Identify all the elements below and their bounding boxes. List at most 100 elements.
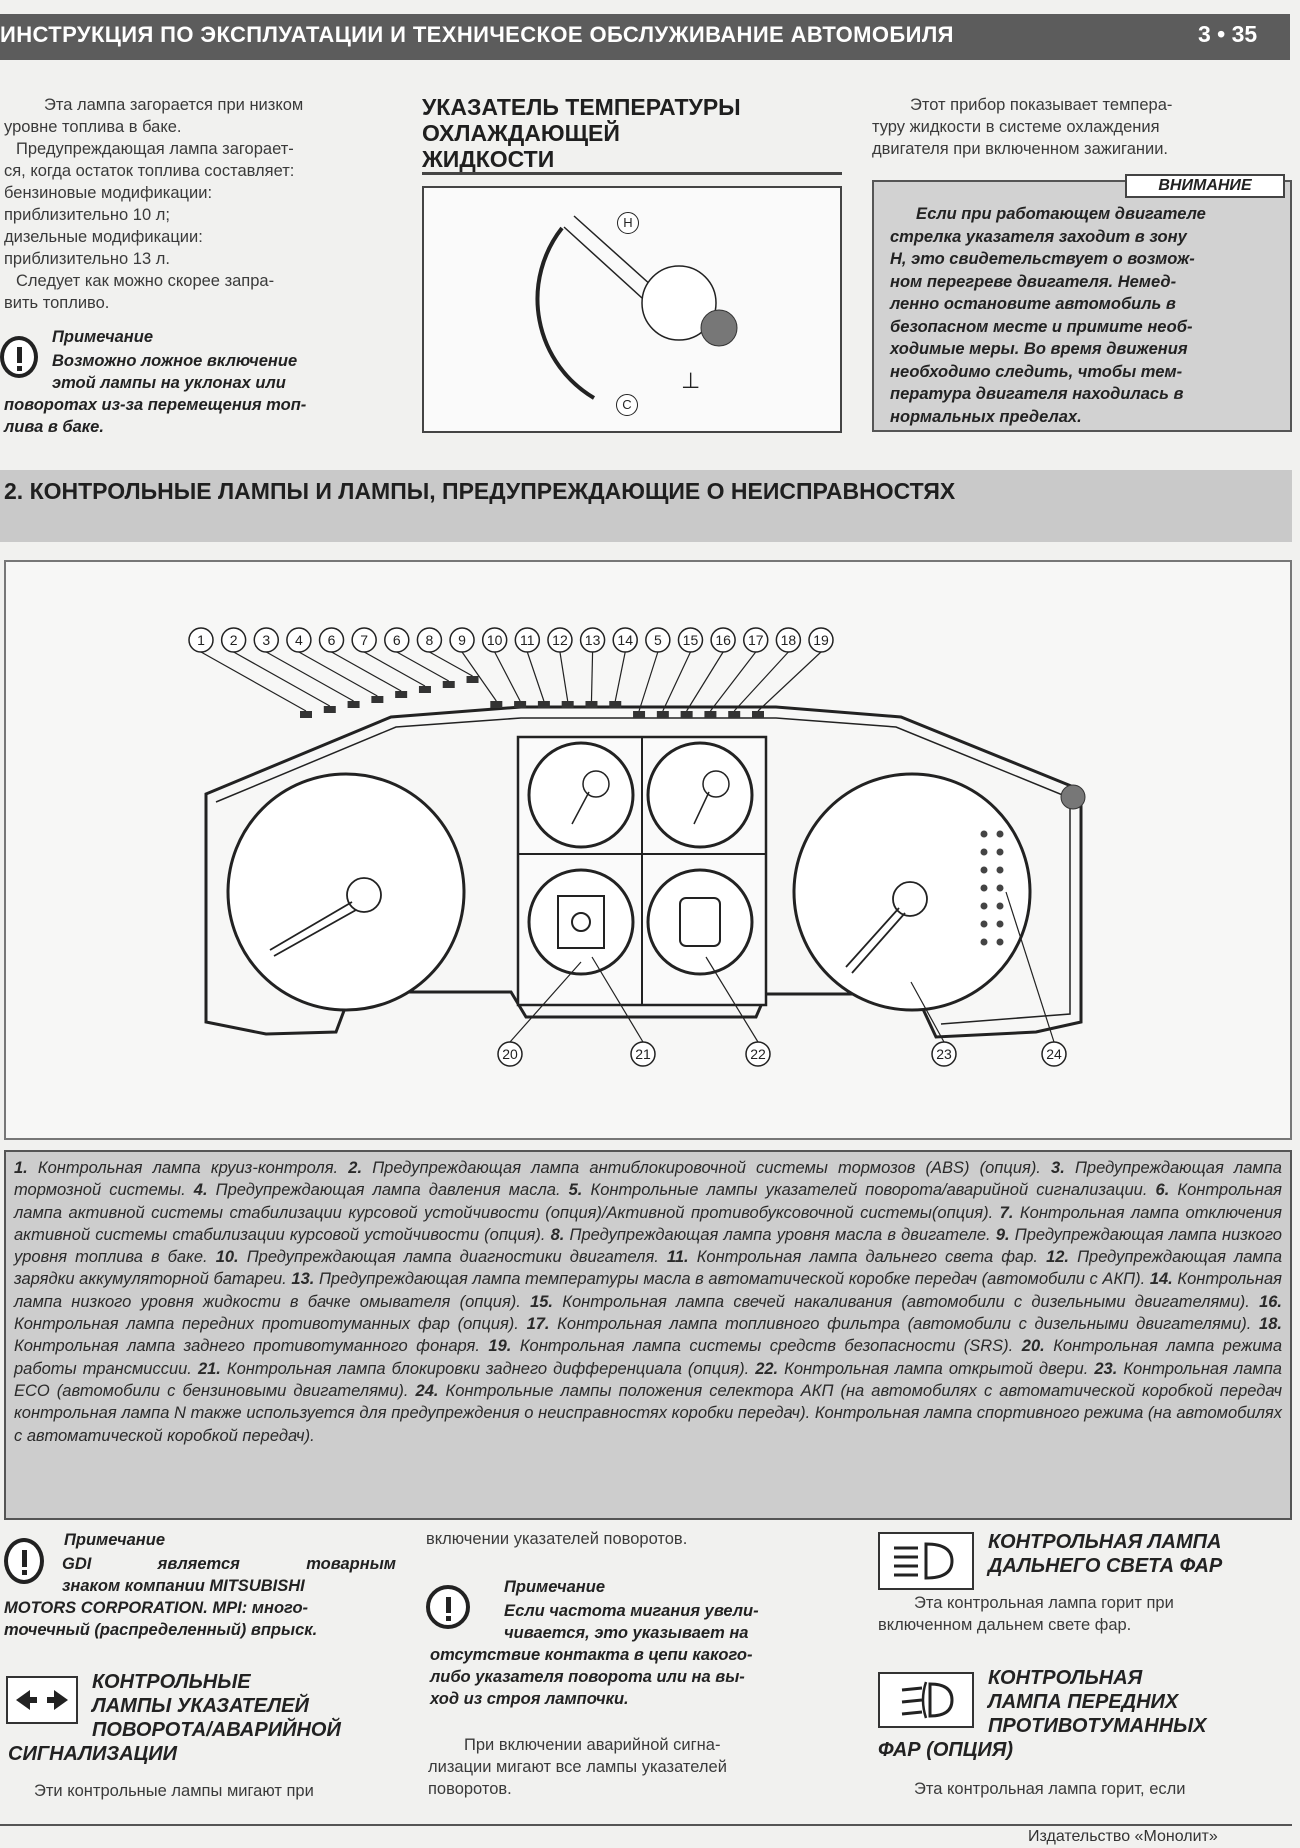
- legend-item: 22. Контрольная лампа открытой двери.: [755, 1360, 1094, 1378]
- legend-box: [4, 1150, 1292, 1520]
- text-line: Этот прибор показывает темпера-: [910, 96, 1173, 114]
- warning-label: ВНИМАНИЕ: [1125, 174, 1285, 198]
- legend-item-number: 20.: [1021, 1337, 1054, 1356]
- text-line: MOTORS CORPORATION. MPI: много-: [4, 1599, 309, 1617]
- callout-circle: [775, 627, 802, 653]
- warning-lamp-symbol: [395, 691, 408, 698]
- text-line: пература двигателя находилась в: [890, 385, 1184, 403]
- legend-item-text: Предупреждающая лампа диагностики двигат…: [246, 1248, 667, 1267]
- warning-lamp-symbol: [466, 676, 479, 683]
- legend-item: 12. Предупреждающая лампа зарядки аккуму…: [14, 1248, 1282, 1288]
- hazard-text: При включении аварийной сигна- лизации м…: [428, 1734, 848, 1800]
- legend-item-text: Предупреждающая лампа низкого уровня топ…: [14, 1225, 1282, 1267]
- note-icon: [0, 336, 38, 378]
- legend-item: 14. Контрольная лампа низкого уровня жид…: [14, 1270, 1282, 1310]
- text-line: отсутствие контакта в цепи какого-: [430, 1646, 753, 1664]
- text-line: Эта лампа загорается при низком: [44, 96, 304, 114]
- legend-item-text: Предупреждающая лампа зарядки аккумулято…: [14, 1248, 1283, 1289]
- heading-line: ЛАМПА ПЕРЕДНИХ: [988, 1691, 1179, 1713]
- text-line: уровне топлива в баке.: [4, 118, 182, 136]
- section-band: [0, 470, 1292, 542]
- warning-lamp-symbol: [561, 701, 574, 708]
- legend-item: 15. Контрольная лампа свечей накаливания…: [530, 1293, 1259, 1311]
- high-beam-lamp-symbol: [878, 1532, 974, 1590]
- legend-item-text: Предупреждающая лампа уровня масла в дви…: [569, 1225, 996, 1244]
- legend-item-text: Контрольная лампа дальнего света фар.: [696, 1248, 1047, 1267]
- high-beam-text: Эта контрольная лампа горит при включенн…: [878, 1592, 1292, 1636]
- callout-circle: [286, 627, 312, 653]
- gear-position-lamp: [996, 884, 1004, 892]
- text-line: приблизительно 10 л;: [4, 206, 170, 224]
- legend-item-text: Контрольная лампа низкого уровня жидкост…: [14, 1270, 1282, 1311]
- text-line: H, это свидетельствует о возмож-: [890, 250, 1195, 268]
- turn-signal-text-cont: включении указателей поворотов.: [426, 1530, 688, 1548]
- legend-item-text: Контрольные лампы положения селектора АК…: [14, 1381, 1282, 1445]
- text-line: безопасном месте и примите необ-: [890, 317, 1193, 336]
- legend-item-text: Контрольная лампа режима работы трансмис…: [14, 1337, 1282, 1378]
- text-line: туру жидкости в системе охлаждения: [872, 118, 1160, 136]
- legend-item: 5. Контрольные лампы указателей поворота…: [569, 1181, 1156, 1199]
- callout-number: 20: [502, 1046, 518, 1062]
- callout-number: 10: [487, 632, 503, 648]
- heading-line: ПРОТИВОТУМАННЫХ: [988, 1715, 1207, 1737]
- text-line: включенном дальнем свете фар.: [878, 1616, 1132, 1634]
- legend-item-text: Контрольная лампа свечей накаливания (ав…: [562, 1292, 1260, 1311]
- callout-circle: [220, 627, 247, 653]
- gear-position-lamp: [996, 830, 1004, 838]
- callout-number: 16: [715, 632, 731, 648]
- temp-gauge-text: Этот прибор показывает темпера- туру жид…: [872, 94, 1286, 160]
- legend-item-text: Контрольная лампа активной системы стаби…: [14, 1181, 1282, 1222]
- callout-leader-line: [509, 961, 582, 1043]
- callout-circle: [253, 627, 280, 653]
- callout-circle: [645, 627, 671, 653]
- callout-number: 18: [781, 632, 797, 648]
- callout-circle: [318, 627, 345, 653]
- text-line: Следует как можно скорее запра-: [16, 272, 275, 290]
- legend-item-number: 12.: [1046, 1248, 1078, 1267]
- legend-item: 11. Контрольная лампа дальнего света фар…: [667, 1248, 1046, 1266]
- text-line: знаком компании MITSUBISHI: [62, 1577, 305, 1595]
- heading-line: ОХЛАЖДАЮЩЕЙ: [422, 120, 620, 146]
- gear-position-lamp: [980, 920, 988, 928]
- callout-circle: [677, 627, 704, 653]
- callout-circle: [1041, 1041, 1067, 1067]
- callout-leader-line: [298, 651, 378, 697]
- legend-item: 4. Предупреждающая лампа давления масла.: [194, 1181, 569, 1199]
- callout-number: 24: [1046, 1046, 1062, 1062]
- front-fog-lamp-symbol: [878, 1672, 974, 1728]
- gear-position-lamp: [996, 866, 1004, 874]
- text-line: вить топливо.: [4, 294, 110, 312]
- legend-item: 18. Контрольная лампа заднего противотум…: [14, 1315, 1282, 1355]
- callout-leader-line: [200, 651, 307, 712]
- text-line: двигателя при включенном зажигании.: [872, 140, 1169, 158]
- callout-number: 21: [635, 1046, 651, 1062]
- text-line: дизельные модификации:: [4, 228, 203, 246]
- warning-lamp-symbol: [585, 701, 598, 708]
- callout-leader-line: [705, 956, 759, 1043]
- legend-item-text: Контрольная лампа топливного фильтра (ав…: [557, 1315, 1260, 1334]
- page-number: 3 • 35: [1198, 21, 1258, 47]
- gear-position-lamp: [996, 938, 1004, 946]
- legend-item-text: Контрольная лампа открытой двери.: [784, 1359, 1095, 1378]
- callout-circle: [188, 627, 214, 653]
- legend-item: 9. Предупреждающая лампа низкого уровня …: [14, 1226, 1282, 1266]
- legend-item: 16. Контрольная лампа передних противоту…: [14, 1293, 1282, 1333]
- legend-item-number: 16.: [1259, 1292, 1282, 1311]
- legend-item: 23. Контрольная лампа ECO (автомобили с …: [14, 1360, 1282, 1400]
- text-line: бензиновые модификации:: [4, 184, 213, 202]
- warning-lamp-symbol: [752, 711, 764, 718]
- legend-item-number: 17.: [526, 1315, 558, 1334]
- callout-leader-line: [590, 651, 594, 702]
- callout-circle: [630, 1041, 656, 1067]
- warning-lamp-symbol: [514, 701, 527, 708]
- callout-circle: [579, 627, 606, 653]
- callout-number: 15: [683, 632, 699, 648]
- callout-number: 23: [936, 1046, 952, 1062]
- legend-item-text: Контрольная лампа передних противотуманн…: [14, 1315, 527, 1334]
- legend-item-number: 4.: [193, 1181, 216, 1200]
- note-icon: [426, 1585, 470, 1629]
- callout-leader-line: [733, 651, 789, 712]
- text-line: этой лампы на уклонах или: [52, 374, 286, 392]
- heading-rule: [422, 172, 842, 175]
